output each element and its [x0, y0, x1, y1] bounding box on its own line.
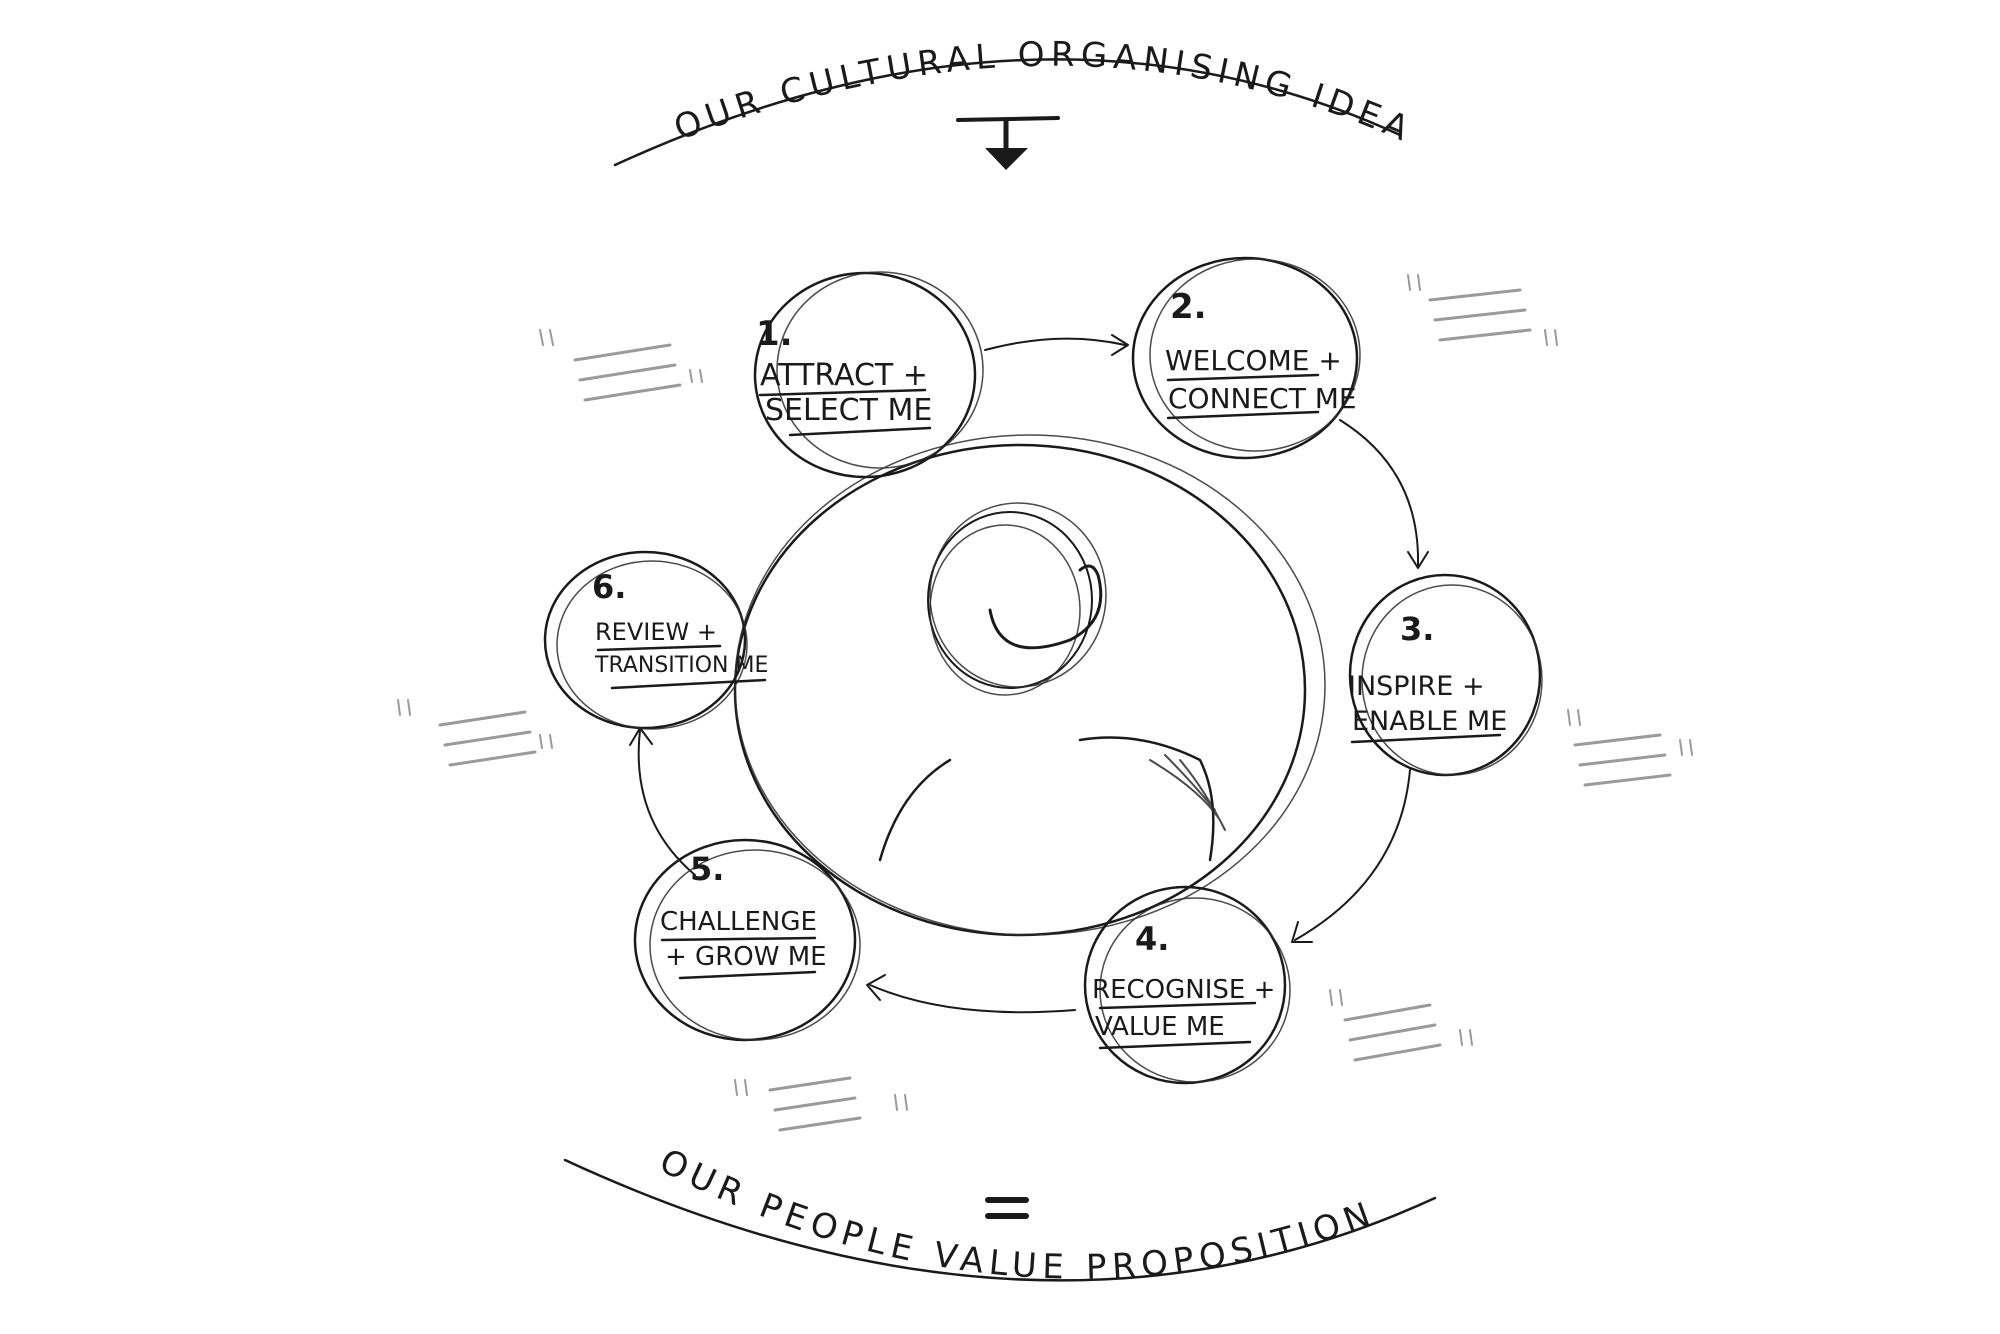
quote-mark-right-bottom — [1329, 989, 1473, 1062]
header-group: OUR CULTURAL ORGANISING IDEA — [613, 35, 1420, 170]
step-6-line1: REVIEW + — [595, 618, 717, 646]
arrow-3-to-4 — [1294, 769, 1411, 941]
step-4-line2: VALUE ME — [1095, 1012, 1225, 1042]
step-1-number: 1. — [756, 314, 793, 354]
step-1-line1: ATTRACT + — [760, 358, 928, 393]
step-1-line2: SELECT ME — [765, 393, 932, 428]
step-circle-2: 2. WELCOME + CONNECT ME — [1131, 256, 1361, 460]
step-2-line2: CONNECT ME — [1168, 382, 1357, 415]
flow-arrows — [629, 334, 1429, 1014]
step-5-line1: CHALLENGE — [660, 907, 817, 937]
step-5-number: 5. — [690, 850, 724, 888]
bottom-arc — [563, 1158, 1437, 1282]
step-4-line1: RECOGNISE + — [1092, 975, 1275, 1005]
step-circle-4: 4. RECOGNISE + VALUE ME — [1083, 885, 1291, 1085]
footer-group: OUR PEOPLE VALUE PROPOSITION — [563, 1141, 1437, 1288]
step-3-line1: INSPIRE + — [1348, 671, 1485, 702]
step-circle-6: 6. REVIEW + TRANSITION ME — [543, 550, 768, 730]
step-2-number: 2. — [1170, 287, 1207, 327]
quote-mark-left-middle — [397, 699, 553, 767]
quote-marks-decoration — [397, 274, 1693, 1132]
step-5-line2: + GROW ME — [665, 942, 827, 972]
equals-icon — [985, 1197, 1029, 1219]
header-text: OUR CULTURAL ORGANISING IDEA — [669, 35, 1420, 152]
quote-mark-left-top — [539, 329, 703, 402]
arrow-4-to-5 — [869, 984, 1076, 1014]
down-arrow-icon — [956, 116, 1060, 170]
person-icon — [878, 502, 1226, 862]
step-circle-3: 3. INSPIRE + ENABLE ME — [1348, 573, 1543, 777]
step-circle-5: 5. CHALLENGE + GROW ME — [633, 838, 861, 1042]
step-2-line1: WELCOME + — [1165, 344, 1342, 377]
arrow-1-to-2 — [984, 337, 1126, 351]
step-circle-1: 1. ATTRACT + SELECT ME — [753, 271, 984, 479]
step-3-number: 3. — [1400, 610, 1434, 648]
step-6-line2: TRANSITION ME — [594, 653, 768, 678]
step-3-line2: ENABLE ME — [1352, 706, 1507, 737]
top-arc — [613, 58, 1402, 167]
quote-mark-right-top — [1407, 274, 1558, 346]
step-6-number: 6. — [592, 568, 626, 606]
step-4-number: 4. — [1135, 920, 1169, 958]
quote-mark-bottom-left — [734, 1076, 908, 1132]
arrow-5-to-6 — [637, 729, 696, 876]
quote-mark-right-middle — [1567, 709, 1693, 787]
arrow-2-to-3 — [1339, 419, 1420, 566]
